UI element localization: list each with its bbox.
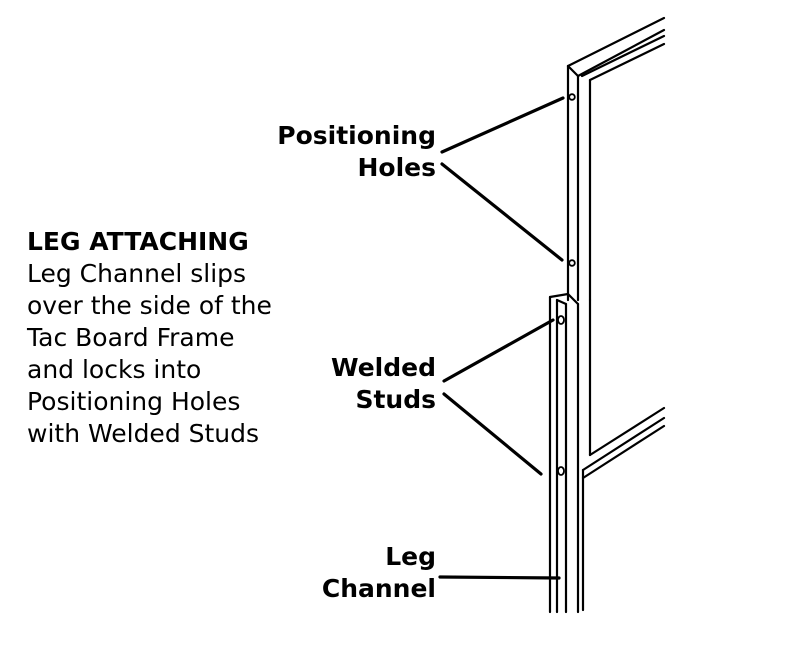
leader-lines — [438, 96, 565, 580]
leader-positioning-upper — [440, 96, 565, 154]
callout-line: Channel — [321, 574, 436, 603]
description-line: Tac Board Frame — [27, 323, 235, 352]
leader-welded-upper — [442, 318, 555, 383]
description-line: and locks into — [27, 355, 202, 384]
frame-lower-rail — [581, 298, 666, 612]
callout-positioning-holes: Positioning Holes — [277, 120, 436, 184]
positioning-hole-lower — [568, 259, 576, 267]
callout-line: Welded — [331, 353, 436, 382]
callout-line: Studs — [355, 385, 436, 414]
description-line: over the side of the — [27, 291, 272, 320]
callout-welded-studs: Welded Studs — [331, 352, 436, 416]
leg-channel — [548, 292, 580, 614]
callout-leg-channel: Leg Channel — [322, 541, 436, 605]
callout-line: Positioning — [277, 121, 436, 150]
welded-stud-upper — [557, 315, 565, 325]
callout-line: Leg — [385, 542, 436, 571]
callout-line: Holes — [357, 153, 436, 182]
description-line: Leg Channel slips — [27, 259, 247, 288]
description-line: Positioning Holes — [27, 387, 241, 416]
leader-positioning-lower — [440, 162, 564, 262]
leader-welded-lower — [442, 392, 543, 476]
welded-stud-lower — [557, 466, 565, 476]
description-title: LEG ATTACHING — [27, 227, 249, 256]
positioning-hole-upper — [568, 93, 576, 101]
leg-attaching-description: LEG ATTACHING Leg Channel slips over the… — [27, 226, 272, 450]
tac-board-frame — [566, 16, 666, 302]
leader-leg-channel — [438, 575, 561, 580]
description-line: with Welded Studs — [27, 419, 260, 448]
